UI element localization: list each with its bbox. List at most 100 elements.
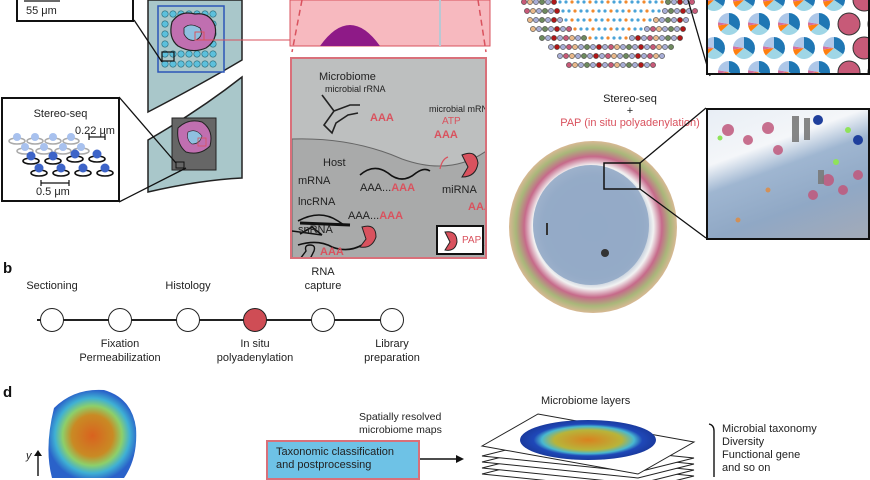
spot-dot [599,53,605,59]
pie-slice [744,37,755,55]
spot-dot [677,17,683,23]
panel-b-letter: b [3,260,13,277]
pie-slice [708,37,714,48]
spot-dot [539,17,545,23]
pie-slice [751,72,759,73]
spot-dot [630,18,634,22]
layer-item: Diversity [722,436,765,448]
timeline-line [37,319,397,321]
connector-lines [118,19,290,203]
spot-dot [576,0,580,4]
mrna-tail: AAA...AAA [360,182,415,195]
spot-dot [585,27,589,31]
pie-slice [778,13,789,24]
spot-dot [603,27,607,31]
spot-dot [638,44,644,50]
layer-item: Microbial taxonomy [722,423,817,435]
spot-dot [567,9,571,13]
spot-dot [629,35,635,41]
spot-dot [566,26,572,32]
spot-dot [588,18,592,22]
pie-slice [765,48,784,60]
spot-dot [659,53,665,59]
pie-slice [804,37,815,55]
spot-dot [638,62,644,68]
spot-dot [615,27,619,31]
pie-slice [748,24,759,32]
spot-dot [591,27,595,31]
spot-dot [600,36,604,40]
pap-legend: PAP [436,225,484,255]
microbiome-layers-stack [480,413,696,480]
spot-dot [533,0,539,5]
lncrna-label: lncRNA [298,196,336,208]
spot-dot [614,62,620,68]
pie-slice [708,0,724,11]
spot-dot [618,0,622,4]
spot-dot [614,44,620,50]
pie-slice [729,61,740,73]
spot-dot [627,27,631,31]
pie-slice [823,0,834,2]
spot-dot [647,53,653,59]
pie-slice [733,46,744,50]
spot-dot [647,35,653,41]
host-spot [837,60,861,73]
spot-dot [689,0,695,5]
pap-legend-label: PAP [462,235,482,246]
tissue-zoom-cells [717,115,863,223]
pie-zoom-box [706,0,870,75]
pie-slice [787,72,791,73]
spot-dot [639,9,643,13]
spot-dot [533,17,539,23]
spot-dot [650,26,656,32]
spot-dot [566,62,572,68]
spot-dot [551,17,557,23]
spot-dot [587,53,593,59]
panel-d-letter: d [3,384,13,401]
spot-dot [656,44,662,50]
pie-slice [763,48,774,56]
workflow-step-1 [40,308,64,332]
workflow-step-label: Histology [165,280,211,292]
pie-slice [748,22,759,26]
pie-slice [834,0,845,7]
workflow-step-label: polyadenylation [216,352,294,364]
layer-item: Functional gene [722,449,801,461]
spot-dot [578,44,584,50]
pie-slice [823,37,834,48]
spot-dot [636,0,640,4]
spot-dot [642,18,646,22]
spot-dot [636,18,640,22]
spot-dot [575,35,581,41]
spot-dot [545,35,551,41]
mirna-poly-a: AAA [468,201,485,213]
spot-dot [564,18,568,22]
scale-box-top [16,0,134,22]
spot-dot [644,44,650,50]
mrna-tail-red: AAA [391,182,416,194]
spot-dot [605,53,611,59]
workflow-step-4 [243,308,267,332]
pie-slice [708,47,714,49]
spot-dot [608,62,614,68]
pie-slice [817,72,821,73]
spot-dot [542,26,548,32]
spot-dot [641,35,647,41]
spot-dot [639,27,643,31]
spot-dot [557,17,563,23]
pie-slice [808,22,819,26]
maps-label-line2: microbiome maps [359,424,442,436]
pie-slice [823,46,834,50]
workflow-step-3 [176,308,200,332]
spot-dot [588,0,592,4]
pie-slice [774,37,785,55]
spot-dot [632,44,638,50]
spot-dot [596,44,602,50]
mirna-label: miRNA [442,184,477,196]
pie-slice [763,37,774,48]
spot-dot [566,44,572,50]
axis-y-label: y [26,450,32,462]
spot-dot [527,0,533,5]
spot-dot [692,8,698,14]
